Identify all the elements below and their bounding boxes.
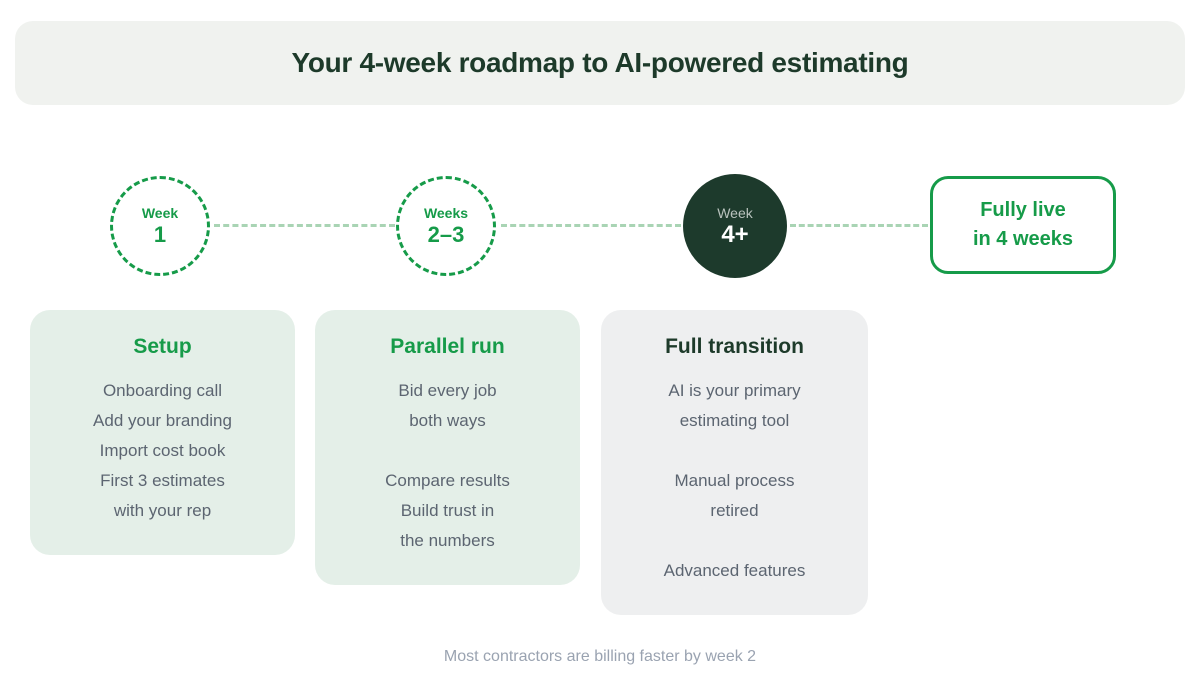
timeline-connector-2 [501,224,681,227]
card-line: the numbers [400,531,495,550]
card-line: Add your branding [93,411,232,430]
fully-live-line-1: Fully live [980,199,1066,221]
card-line: with your rep [113,501,212,520]
card-line: Manual process [674,471,795,490]
card-group-gap [601,526,868,556]
milestone-value: 4+ [721,221,749,248]
timeline-connector-1 [214,224,395,227]
card-group-gap [601,436,868,466]
fully-live-line-2: in 4 weeks [972,228,1074,250]
card-line: both ways [409,411,486,430]
card-title: Full transition [665,335,804,358]
card-line: Onboarding call [102,381,223,400]
milestone-label: Week [717,205,753,221]
milestone-weeks-2-3: Weeks 2–3 [396,176,496,276]
card-title: Setup [133,335,192,358]
milestone-label: Week [141,205,179,221]
milestone-week-1: Week 1 [110,176,210,276]
card-line: Compare results [385,471,510,490]
header-banner: Your 4-week roadmap to AI-powered estima… [15,21,1185,105]
card-line: Import cost book [99,441,226,460]
milestone-value: 1 [153,222,167,247]
page-title: Your 4-week roadmap to AI-powered estima… [291,47,909,78]
milestone-value: 2–3 [427,222,465,247]
milestone-label: Weeks [423,205,469,221]
card-line: First 3 estimates [100,471,225,490]
timeline-connector-3 [790,224,928,227]
fully-live-badge: Fully live in 4 weeks [930,176,1116,274]
footer-note: Most contractors are billing faster by w… [443,648,757,665]
card-line: retired [710,501,759,520]
card-line: AI is your primary [668,381,801,400]
card-line: Build trust in [400,501,495,520]
card-line: Bid every job [398,381,497,400]
card-title: Parallel run [390,335,505,358]
card-full-transition: Full transition AI is your primary estim… [601,310,868,615]
card-line: estimating tool [679,411,790,430]
card-parallel-run: Parallel run Bid every job both ways Com… [315,310,580,585]
card-setup: Setup Onboarding call Add your branding … [30,310,295,555]
card-line: Advanced features [663,561,806,580]
milestone-week-4-plus: Week 4+ [683,174,787,278]
card-group-gap [315,436,580,466]
